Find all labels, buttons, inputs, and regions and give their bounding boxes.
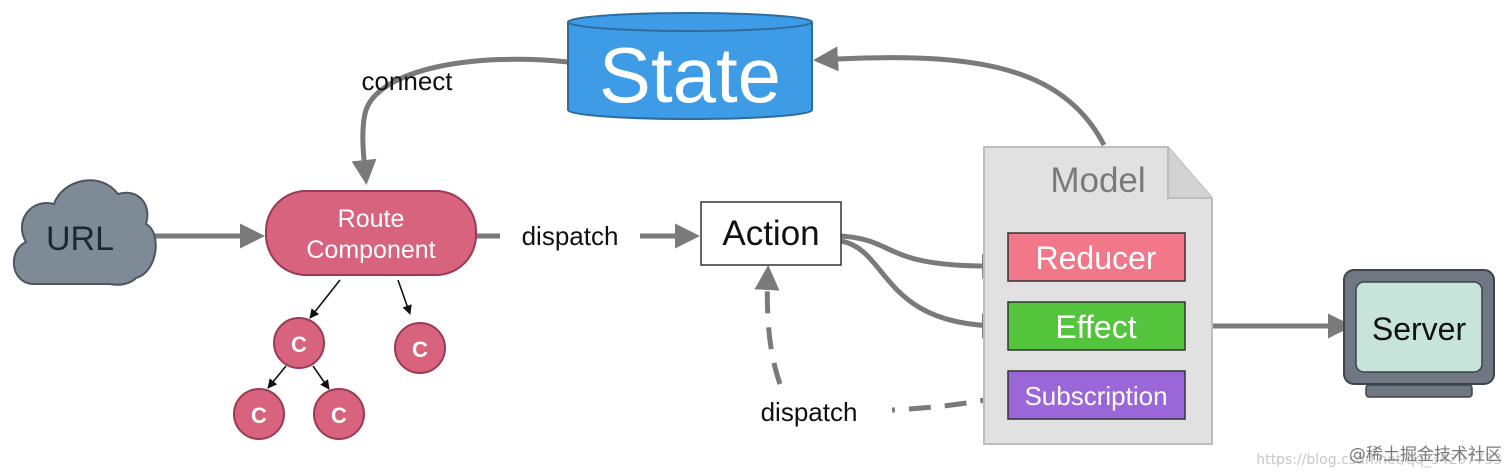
model-label: Model: [1050, 161, 1145, 200]
watermark-url: https://blog.csdn.net/qq_34297733: [1256, 452, 1502, 468]
reducer-node: Reducer: [1007, 232, 1186, 282]
edge-action-to-reducer-arrow: [840, 233, 1007, 279]
state-label: State: [599, 31, 781, 119]
server-node: Server: [1343, 269, 1495, 398]
subscription-node: Subscription: [1007, 370, 1186, 420]
model-document-node: Model: [983, 146, 1213, 445]
watermark-platform: @稀土掘金技术社区: [1349, 445, 1502, 465]
child-component-1-label: C: [291, 332, 307, 357]
url-cloud-node: URL: [12, 179, 157, 286]
edge-child-1-to-child-3: [267, 365, 287, 389]
server-label: Server: [1372, 311, 1467, 347]
child-component-1: C: [273, 317, 325, 369]
edge-action-to-effect-arrow: [840, 238, 1007, 339]
edge-connect-arrow: [351, 56, 569, 185]
effect-label: Effect: [1055, 309, 1136, 345]
edge-route-to-child-2: [397, 279, 412, 315]
route-component-label-line1: Route: [338, 205, 405, 233]
edge-label-dispatch-subscription: dispatch: [761, 397, 858, 427]
effect-node: Effect: [1007, 301, 1186, 351]
child-component-4-label: C: [331, 403, 347, 428]
edge-label-connect: connect: [361, 66, 453, 96]
child-component-2-label: C: [412, 337, 428, 362]
child-component-3: C: [233, 388, 285, 440]
url-label: URL: [46, 220, 114, 258]
route-component-label-line2: Component: [306, 236, 435, 264]
child-component-3-label: C: [251, 403, 267, 428]
edge-model-to-state-arrow: [813, 46, 1107, 147]
state-node: State: [567, 12, 813, 120]
edge-child-1-to-child-4: [312, 365, 330, 390]
child-component-4: C: [313, 388, 365, 440]
action-label: Action: [722, 214, 819, 253]
reducer-label: Reducer: [1036, 240, 1157, 276]
subscription-label: Subscription: [1024, 381, 1167, 411]
action-node: Action: [700, 201, 842, 266]
route-component-node: Route Component: [265, 190, 477, 276]
child-component-2: C: [394, 322, 446, 374]
edge-label-dispatch-route: dispatch: [522, 221, 619, 251]
edge-dispatch-to-action-dashed-arrow: [754, 265, 783, 385]
edge-route-to-child-1: [309, 279, 341, 319]
